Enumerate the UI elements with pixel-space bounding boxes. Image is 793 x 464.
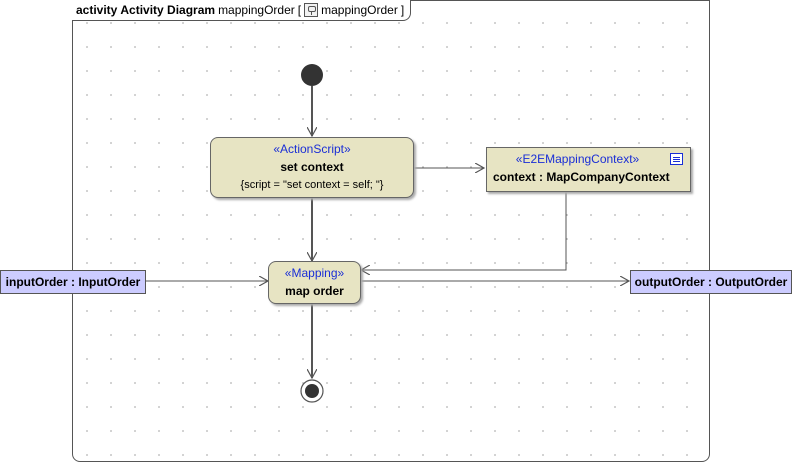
context-stereotype: «E2EMappingContext» <box>515 152 640 166</box>
frame-header: activity Activity Diagram mappingOrder [… <box>72 0 412 21</box>
output-pin-output-order[interactable]: outputOrder : OutputOrder <box>630 270 792 294</box>
frame-parameter: mappingOrder <box>321 3 398 17</box>
object-flow-context-to-map-order[interactable] <box>361 192 567 270</box>
input-pin-input-order[interactable]: inputOrder : InputOrder <box>0 270 146 294</box>
action-map-order[interactable]: «Mapping» map order <box>268 261 361 304</box>
activity-final-node[interactable] <box>300 379 324 403</box>
context-name: context : MapCompanyContext <box>493 170 670 184</box>
frame-diagram-type: Activity Diagram <box>120 3 216 17</box>
frame-bracket-open: [ <box>297 3 302 17</box>
frame-kind: activity <box>76 3 118 17</box>
frame-name: mappingOrder <box>218 3 295 17</box>
set-context-stereotype: «ActionScript» <box>273 142 351 156</box>
initial-node[interactable] <box>301 64 323 86</box>
action-set-context[interactable]: «ActionScript» set context {script = "se… <box>210 137 414 198</box>
set-context-name: set context <box>280 160 344 174</box>
list-icon <box>670 153 683 165</box>
set-context-script: {script = "set context = self; "} <box>240 179 384 191</box>
activity-parameter-icon <box>304 3 319 17</box>
frame-bracket-close: ] <box>400 3 405 17</box>
diagram-frame <box>72 0 710 462</box>
map-order-stereotype: «Mapping» <box>284 266 345 280</box>
object-node-context[interactable]: «E2EMappingContext» context : MapCompany… <box>486 147 691 192</box>
map-order-name: map order <box>285 284 344 298</box>
